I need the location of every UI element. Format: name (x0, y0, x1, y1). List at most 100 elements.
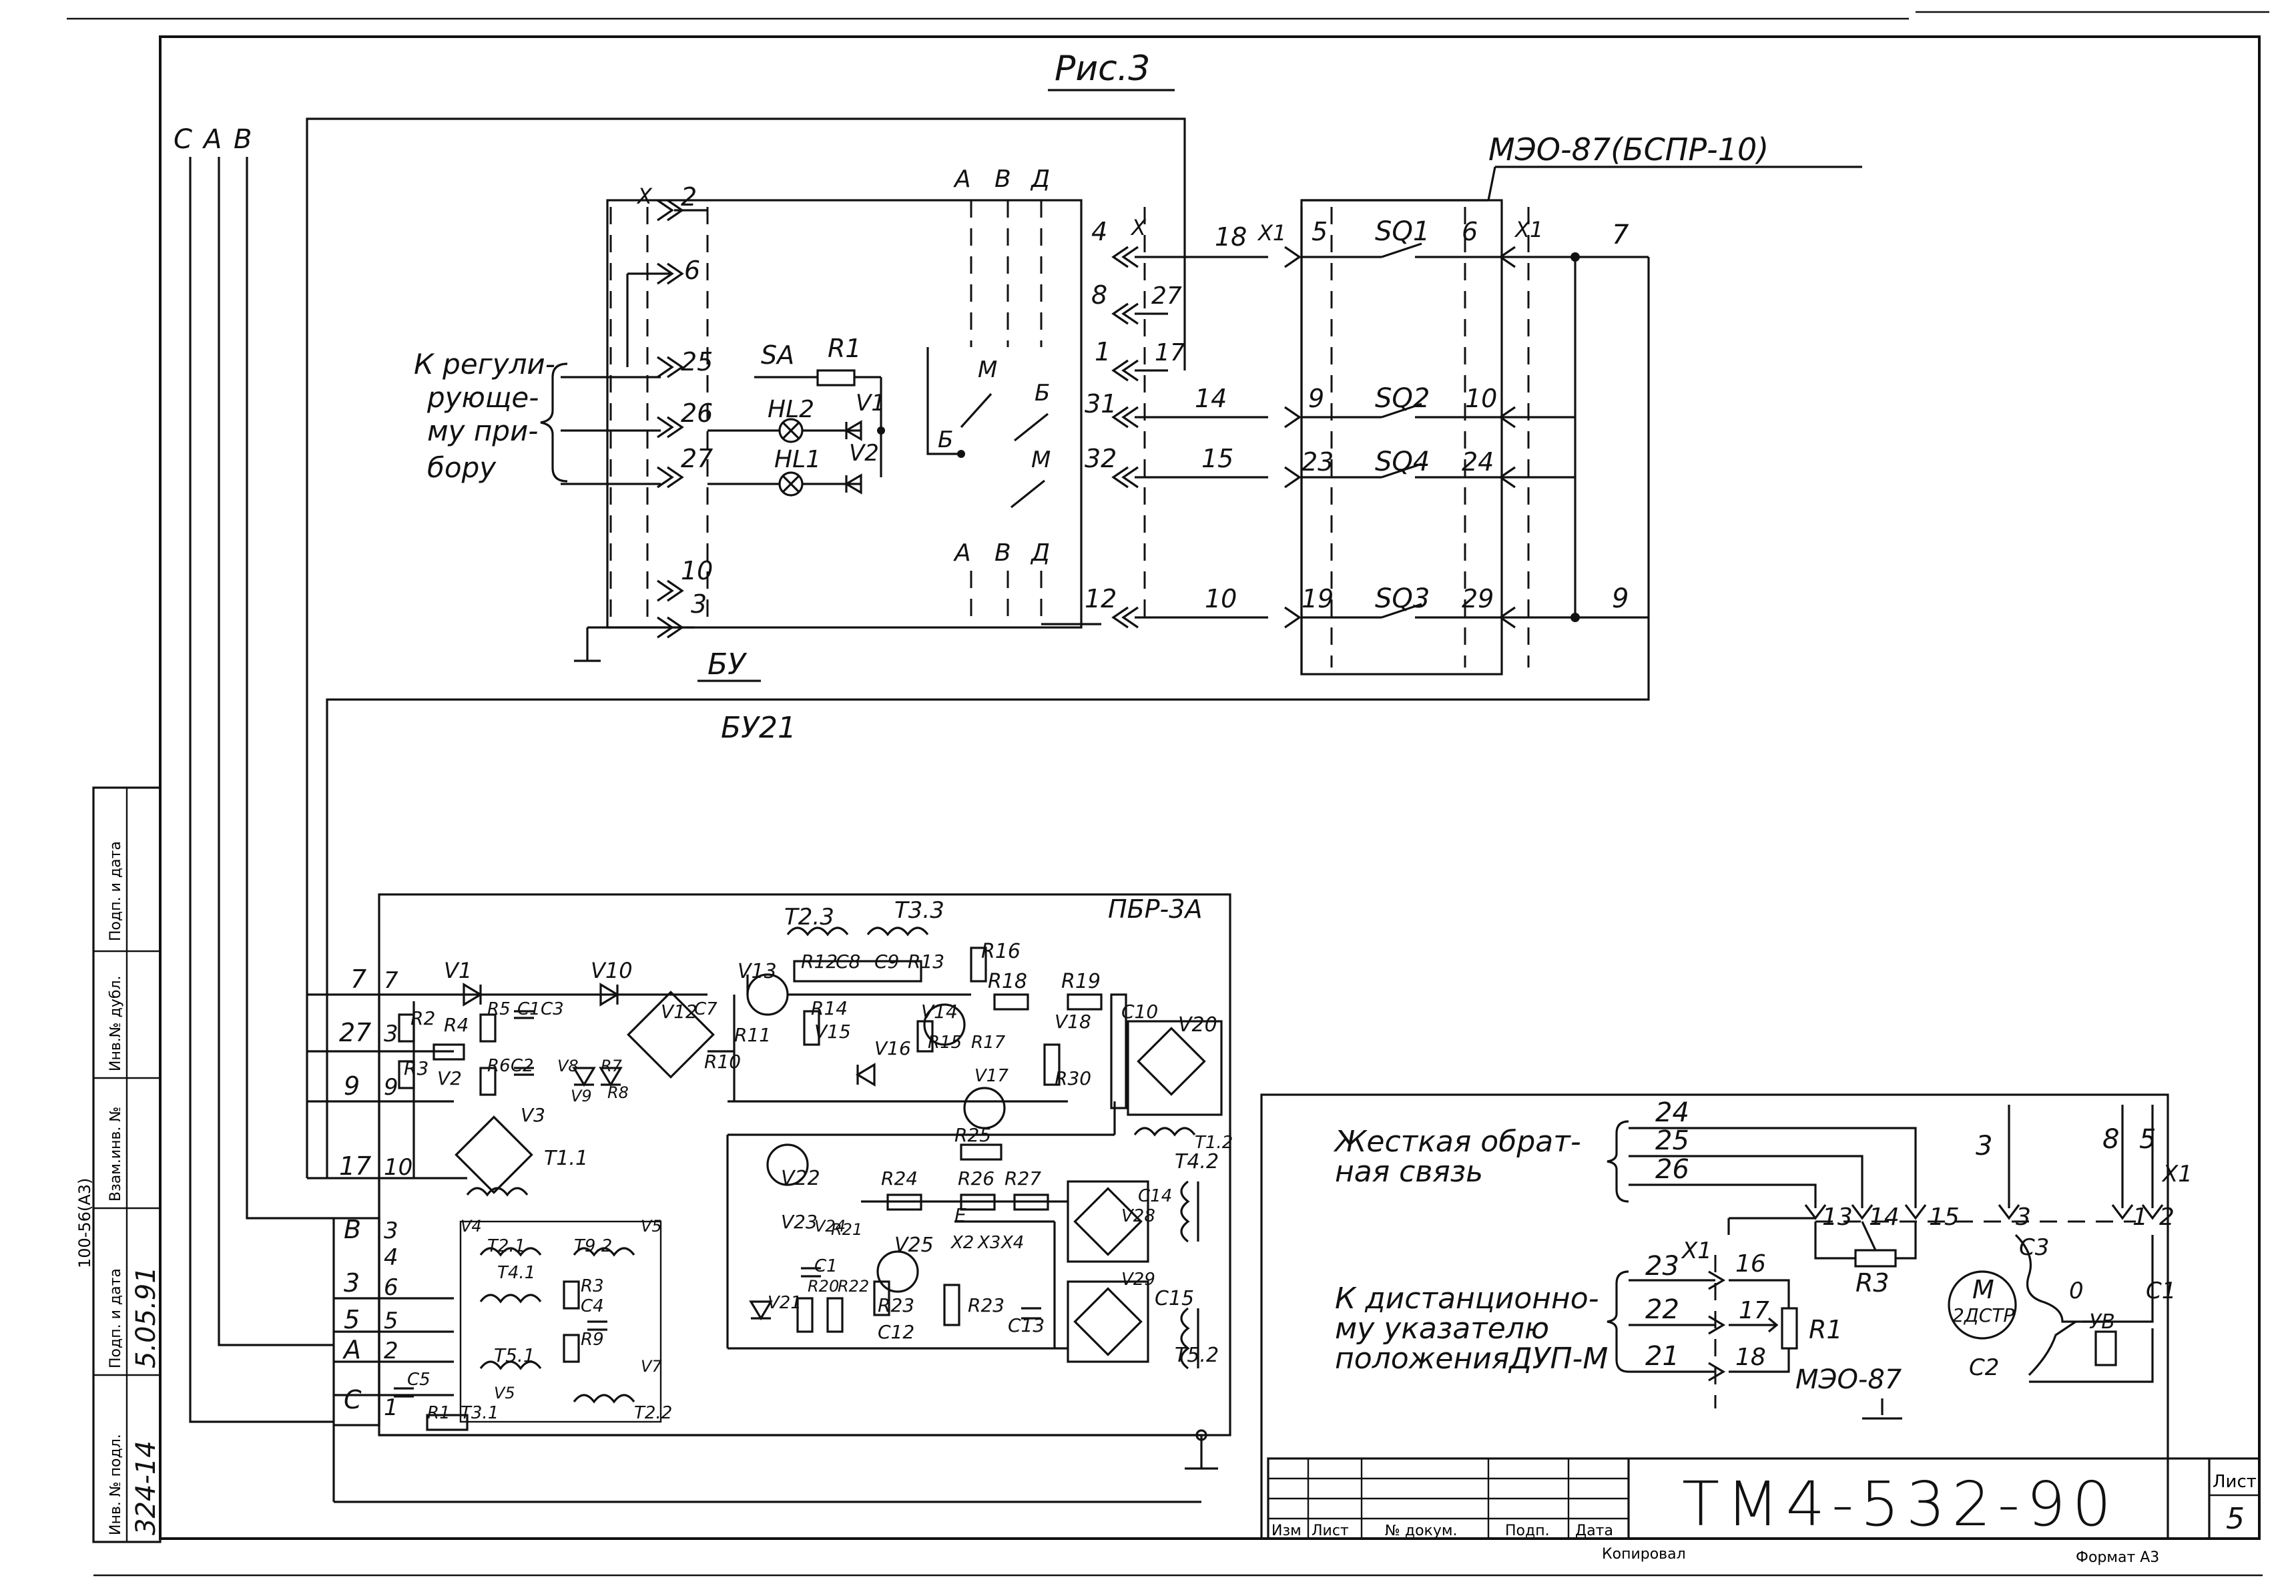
svg-text:R11: R11 (734, 1024, 771, 1046)
svg-text:10: 10 (1205, 584, 1237, 613)
hl1-label: HL1 (774, 446, 821, 473)
svg-text:Б: Б (1035, 380, 1050, 407)
actuator-box (1300, 199, 1503, 676)
svg-text:V5: V5 (641, 1217, 662, 1236)
svg-text:100-56(А3): 100-56(А3) (75, 1178, 94, 1268)
svg-text:1: 1 (1095, 337, 1111, 366)
svg-text:Лист: Лист (1312, 1523, 1349, 1539)
svg-text:C10: C10 (1121, 1001, 1158, 1023)
v2-label: V2 (849, 440, 879, 467)
top-block: Х 2 6 25 26 27 10 3 БУ БУ21 К регул (306, 117, 1862, 1178)
bu21-label: БУ21 (721, 711, 796, 745)
svg-text:V23: V23 (781, 1211, 818, 1233)
svg-text:V1: V1 (444, 958, 472, 983)
svg-text:9: 9 (344, 1071, 360, 1101)
svg-text:му при-: му при- (427, 415, 538, 447)
svg-text:бору: бору (427, 451, 497, 484)
svg-text:C14: C14 (1138, 1186, 1172, 1206)
svg-text:16: 16 (1735, 1250, 1766, 1278)
svg-text:C2: C2 (511, 1056, 534, 1076)
svg-text:C7: C7 (694, 999, 718, 1019)
svg-text:T1.2: T1.2 (1195, 1133, 1233, 1153)
svg-text:V16: V16 (874, 1037, 911, 1059)
svg-text:R30: R30 (1055, 1067, 1091, 1089)
svg-text:В: В (344, 1215, 361, 1244)
svg-text:C1: C1 (814, 1256, 838, 1276)
motor: М 2ДСТР С3 С1 С2 0 УВ (1948, 1234, 2176, 1383)
regulator-label: К регули- рующе- му при- бору (414, 348, 661, 485)
actuator-label: МЭО-87(БСПР-10) (1488, 131, 1769, 168)
pbr-label: ПБР-3А (1108, 894, 1202, 924)
svg-text:№ докум.: № докум. (1385, 1523, 1457, 1539)
svg-text:C4: C4 (581, 1296, 604, 1316)
svg-text:17: 17 (1739, 1297, 1769, 1324)
svg-text:C3: C3 (541, 999, 564, 1019)
svg-text:Изм: Изм (1271, 1523, 1302, 1539)
svg-text:27: 27 (1151, 282, 1182, 310)
sheet-number: 5 (2226, 1502, 2245, 1536)
svg-text:Х1: Х1 (1257, 220, 1286, 246)
svg-text:Подп.: Подп. (1505, 1523, 1550, 1539)
svg-text:V10: V10 (591, 958, 633, 983)
svg-text:3: 3 (344, 1268, 360, 1298)
svg-text:C5: C5 (407, 1370, 431, 1390)
side-stamp: Подп. и дата Инв.№ дубл. Взам.инв. № Под… (75, 786, 162, 1543)
svg-text:T1.1: T1.1 (544, 1147, 588, 1170)
svg-text:R3: R3 (1855, 1268, 1890, 1298)
svg-text:рующе-: рующе- (426, 381, 539, 414)
svg-text:R26: R26 (958, 1167, 994, 1189)
svg-text:X2: X2 (950, 1233, 974, 1253)
svg-text:23: 23 (1645, 1251, 1679, 1282)
pbr-left-terminals: 7 27 9 17 В 3 5 А С (339, 965, 371, 1414)
svg-text:C12: C12 (878, 1321, 914, 1343)
svg-text:Подп. и дата: Подп. и дата (107, 841, 124, 941)
phase-label-c: С (174, 124, 192, 155)
doc-number: ТМ4-532-90 (1682, 1469, 2118, 1540)
svg-text:V14: V14 (921, 1001, 958, 1023)
svg-text:В: В (994, 166, 1011, 193)
title-block-headers: Изм Лист № докум. Подп. Дата (1271, 1523, 1613, 1539)
svg-text:А: А (953, 166, 971, 193)
svg-text:V8: V8 (557, 1057, 579, 1075)
motor-type: 2ДСТР (1952, 1304, 2014, 1326)
svg-text:23: 23 (1302, 447, 1334, 477)
sheet-label: Лист (2213, 1472, 2257, 1492)
svg-text:V22: V22 (781, 1167, 820, 1190)
svg-text:C15: C15 (1155, 1287, 1194, 1310)
svg-text:V2: V2 (437, 1067, 462, 1089)
svg-text:R17: R17 (971, 1033, 1006, 1053)
svg-text:15: 15 (1929, 1204, 1960, 1231)
svg-text:V18: V18 (1055, 1011, 1091, 1033)
svg-text:31: 31 (1085, 389, 1117, 419)
bu-terminal-27: 27 (681, 444, 713, 473)
pbr-wiring (379, 926, 1223, 1470)
svg-text:Б: Б (938, 427, 953, 453)
svg-text:М: М (1031, 447, 1051, 473)
svg-text:С2: С2 (1969, 1354, 1999, 1381)
svg-text:17: 17 (1155, 339, 1185, 366)
svg-text:22: 22 (1645, 1294, 1679, 1325)
svg-text:R4: R4 (444, 1014, 469, 1036)
phase-lines: С А В (174, 124, 334, 1423)
svg-text:0: 0 (2069, 1278, 2084, 1304)
svg-text:С1: С1 (2146, 1278, 2176, 1304)
svg-text:Взам.инв. №: Взам.инв. № (107, 1107, 124, 1202)
svg-text:V7: V7 (641, 1357, 662, 1376)
svg-text:3: 3 (2016, 1204, 2031, 1231)
svg-text:17: 17 (339, 1151, 371, 1181)
svg-text:R14: R14 (811, 997, 848, 1019)
svg-text:А: А (342, 1335, 361, 1364)
svg-text:V29: V29 (1121, 1270, 1155, 1290)
svg-text:V17: V17 (974, 1066, 1009, 1086)
pbr-block: ПБР-3А 7 27 9 17 В 3 5 А С 7 3 9 10 (307, 893, 1233, 1503)
svg-text:R22: R22 (838, 1277, 869, 1296)
svg-text:18: 18 (1215, 222, 1247, 252)
svg-text:R19: R19 (1061, 970, 1101, 993)
svg-text:6: 6 (384, 1274, 398, 1301)
svg-text:Д: Д (1030, 166, 1050, 193)
motor-label: М (1972, 1275, 1994, 1304)
svg-text:9: 9 (1308, 384, 1324, 413)
svg-text:V3: V3 (521, 1104, 545, 1126)
svg-text:14: 14 (1195, 384, 1227, 413)
svg-text:T3.3: T3.3 (894, 897, 944, 924)
